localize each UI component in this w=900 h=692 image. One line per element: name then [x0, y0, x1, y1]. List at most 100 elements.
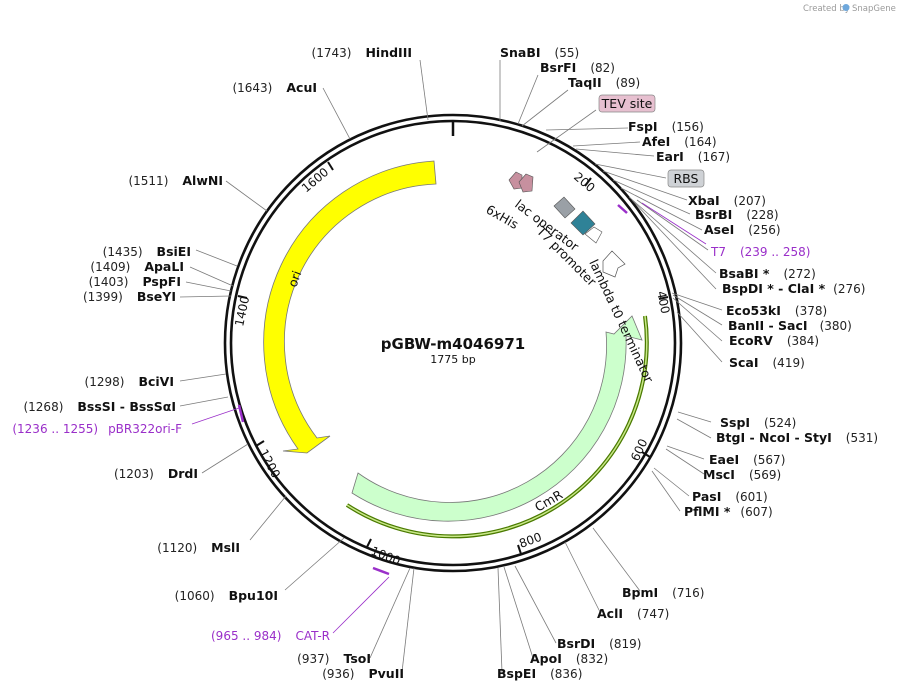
ori-label: ori: [285, 269, 305, 289]
credit-brand: SnapGene: [852, 4, 896, 14]
svg-text:1000: 1000: [369, 544, 403, 568]
svg-text:1400: 1400: [232, 295, 252, 328]
svg-text:(1743)HindIII: (1743)HindIII: [312, 45, 412, 60]
svg-text:(1236 .. 1255)pBR322ori-F: (1236 .. 1255)pBR322ori-F: [12, 422, 182, 436]
svg-text:BtgI - NcoI - StyI(531): BtgI - NcoI - StyI(531): [716, 430, 878, 445]
enzyme-asei[interactable]: AseI(256): [704, 222, 781, 237]
svg-text:FspI(156): FspI(156): [628, 119, 704, 134]
enzyme-eaei[interactable]: EaeI(567): [709, 452, 785, 467]
backbone-outer: [223, 113, 683, 573]
enzyme-bspei[interactable]: BspEI(836): [497, 666, 582, 681]
svg-text:400: 400: [654, 290, 672, 315]
svg-text:(1403)PspFI: (1403)PspFI: [89, 274, 181, 289]
enzyme-bsabi[interactable]: BsaBI *(272): [719, 266, 816, 281]
t7-primer-mark: [617, 204, 628, 214]
enzyme-bspdi-clai[interactable]: BspDI * - ClaI *(276): [722, 281, 865, 296]
svg-text:EarI(167): EarI(167): [656, 149, 730, 164]
enzyme-bpu10i[interactable]: (1060)Bpu10I: [175, 588, 278, 603]
svg-text:BsaBI *(272): BsaBI *(272): [719, 266, 816, 281]
enzyme-eco53ki[interactable]: Eco53kI(378): [726, 303, 827, 318]
svg-text:AclI(747): AclI(747): [597, 606, 669, 621]
credit-text: Created by: [803, 4, 850, 14]
svg-text:BspEI(836): BspEI(836): [497, 666, 582, 681]
svg-text:(1203)DrdI: (1203)DrdI: [114, 466, 198, 481]
svg-text:(965 .. 984)CAT-R: (965 .. 984)CAT-R: [211, 629, 330, 643]
svg-text:BspDI * - ClaI *(276): BspDI * - ClaI *(276): [722, 281, 865, 296]
svg-text:PasI(601): PasI(601): [692, 489, 768, 504]
primer-pbr322ori-f[interactable]: (1236 .. 1255)pBR322ori-F: [12, 422, 182, 436]
enzyme-banii-saci[interactable]: BanII - SacI(380): [728, 318, 852, 333]
svg-text:(1060)Bpu10I: (1060)Bpu10I: [175, 588, 278, 603]
svg-text:(1120)MslI: (1120)MslI: [157, 540, 240, 555]
rbs-box[interactable]: RBS: [667, 169, 705, 188]
enzyme-bpmi[interactable]: BpmI(716): [622, 585, 704, 600]
svg-text:TaqII(89): TaqII(89): [568, 75, 640, 90]
enzyme-bsrdi[interactable]: BsrDI(819): [557, 636, 641, 651]
tick-200: 200: [571, 170, 598, 195]
enzyme-bsrfi[interactable]: BsrFI(82): [540, 60, 615, 75]
rbs-label: RBS: [674, 171, 699, 186]
svg-text:BanII - SacI(380): BanII - SacI(380): [728, 318, 852, 333]
enzyme-scai[interactable]: ScaI(419): [729, 355, 805, 370]
svg-text:AfeI(164): AfeI(164): [642, 134, 717, 149]
svg-text:Eco53kI(378): Eco53kI(378): [726, 303, 827, 318]
primer-cat-r[interactable]: (965 .. 984)CAT-R: [211, 629, 330, 643]
enzyme-bsssi-bsssai[interactable]: (1268)BssSI - BssSαI: [23, 399, 176, 414]
enzyme-acui[interactable]: (1643)AcuI: [232, 80, 317, 95]
enzyme-bcivi[interactable]: (1298)BciVI: [85, 374, 174, 389]
svg-text:EaeI(567): EaeI(567): [709, 452, 785, 467]
enzyme-acli[interactable]: AclI(747): [597, 606, 669, 621]
enzyme-fspi[interactable]: FspI(156): [628, 119, 704, 134]
tick-1000: 1000: [366, 538, 403, 568]
backbone-inner: [229, 119, 677, 567]
enzyme-bsrbi[interactable]: BsrBI(228): [695, 207, 779, 222]
enzyme-bseyi[interactable]: (1399)BseYI: [83, 289, 176, 304]
svg-text:XbaI(207): XbaI(207): [688, 193, 766, 208]
enzyme-drdi[interactable]: (1203)DrdI: [114, 466, 198, 481]
enzyme-taqii[interactable]: TaqII(89): [568, 75, 640, 90]
enzyme-bsiei[interactable]: (1435)BsiEI: [103, 244, 191, 259]
svg-text:T7(239 .. 258): T7(239 .. 258): [710, 245, 810, 259]
enzyme-afei[interactable]: AfeI(164): [642, 134, 717, 149]
svg-text:ScaI(419): ScaI(419): [729, 355, 805, 370]
svg-text:(937)TsoI: (937)TsoI: [297, 651, 371, 666]
enzyme-apali[interactable]: (1409)ApaLI: [90, 259, 184, 274]
leader-lines: [179, 59, 723, 673]
svg-text:(936)PvuII: (936)PvuII: [322, 666, 404, 681]
enzyme-msci[interactable]: MscI(569): [703, 467, 781, 482]
enzyme-snabi[interactable]: SnaBI(55): [500, 45, 579, 60]
ori-feature[interactable]: ori: [263, 160, 437, 454]
enzyme-ecorv[interactable]: EcoRV(384): [729, 333, 819, 348]
enzyme-apoi[interactable]: ApoI(832): [530, 651, 608, 666]
enzyme-sspi[interactable]: SspI(524): [720, 415, 796, 430]
svg-text:BsrBI(228): BsrBI(228): [695, 207, 779, 222]
svg-text:ApoI(832): ApoI(832): [530, 651, 608, 666]
enzyme-btgi-ncoi-styi[interactable]: BtgI - NcoI - StyI(531): [716, 430, 878, 445]
enzyme-hindiii[interactable]: (1743)HindIII: [312, 45, 412, 60]
tev-site-box[interactable]: TEV site: [598, 94, 656, 113]
map-title: pGBW-m4046971: [381, 335, 525, 353]
tick-1200: 1200: [255, 440, 283, 480]
svg-text:(1399)BseYI: (1399)BseYI: [83, 289, 176, 304]
pbr322-primer-mark: [237, 404, 245, 423]
svg-text:BpmI(716): BpmI(716): [622, 585, 704, 600]
svg-text:MscI(569): MscI(569): [703, 467, 781, 482]
enzyme-tsoi[interactable]: (937)TsoI: [297, 651, 371, 666]
svg-text:SnaBI(55): SnaBI(55): [500, 45, 579, 60]
primer-t7[interactable]: T7(239 .. 258): [710, 245, 810, 259]
enzyme-eari[interactable]: EarI(167): [656, 149, 730, 164]
svg-text:(1409)ApaLI: (1409)ApaLI: [90, 259, 184, 274]
enzyme-msli[interactable]: (1120)MslI: [157, 540, 240, 555]
svg-text:(1298)BciVI: (1298)BciVI: [85, 374, 174, 389]
svg-text:(1435)BsiEI: (1435)BsiEI: [103, 244, 191, 259]
enzyme-pasi[interactable]: PasI(601): [692, 489, 768, 504]
enzyme-alwni[interactable]: (1511)AlwNI: [128, 173, 223, 188]
enzyme-xbai[interactable]: XbaI(207): [688, 193, 766, 208]
enzyme-pspfi[interactable]: (1403)PspFI: [89, 274, 181, 289]
svg-text:BsrFI(82): BsrFI(82): [540, 60, 615, 75]
svg-text:SspI(524): SspI(524): [720, 415, 796, 430]
enzyme-pflmi[interactable]: PflMI *(607): [684, 504, 773, 519]
svg-text:PflMI *(607): PflMI *(607): [684, 504, 773, 519]
enzyme-pvuii[interactable]: (936)PvuII: [322, 666, 404, 681]
